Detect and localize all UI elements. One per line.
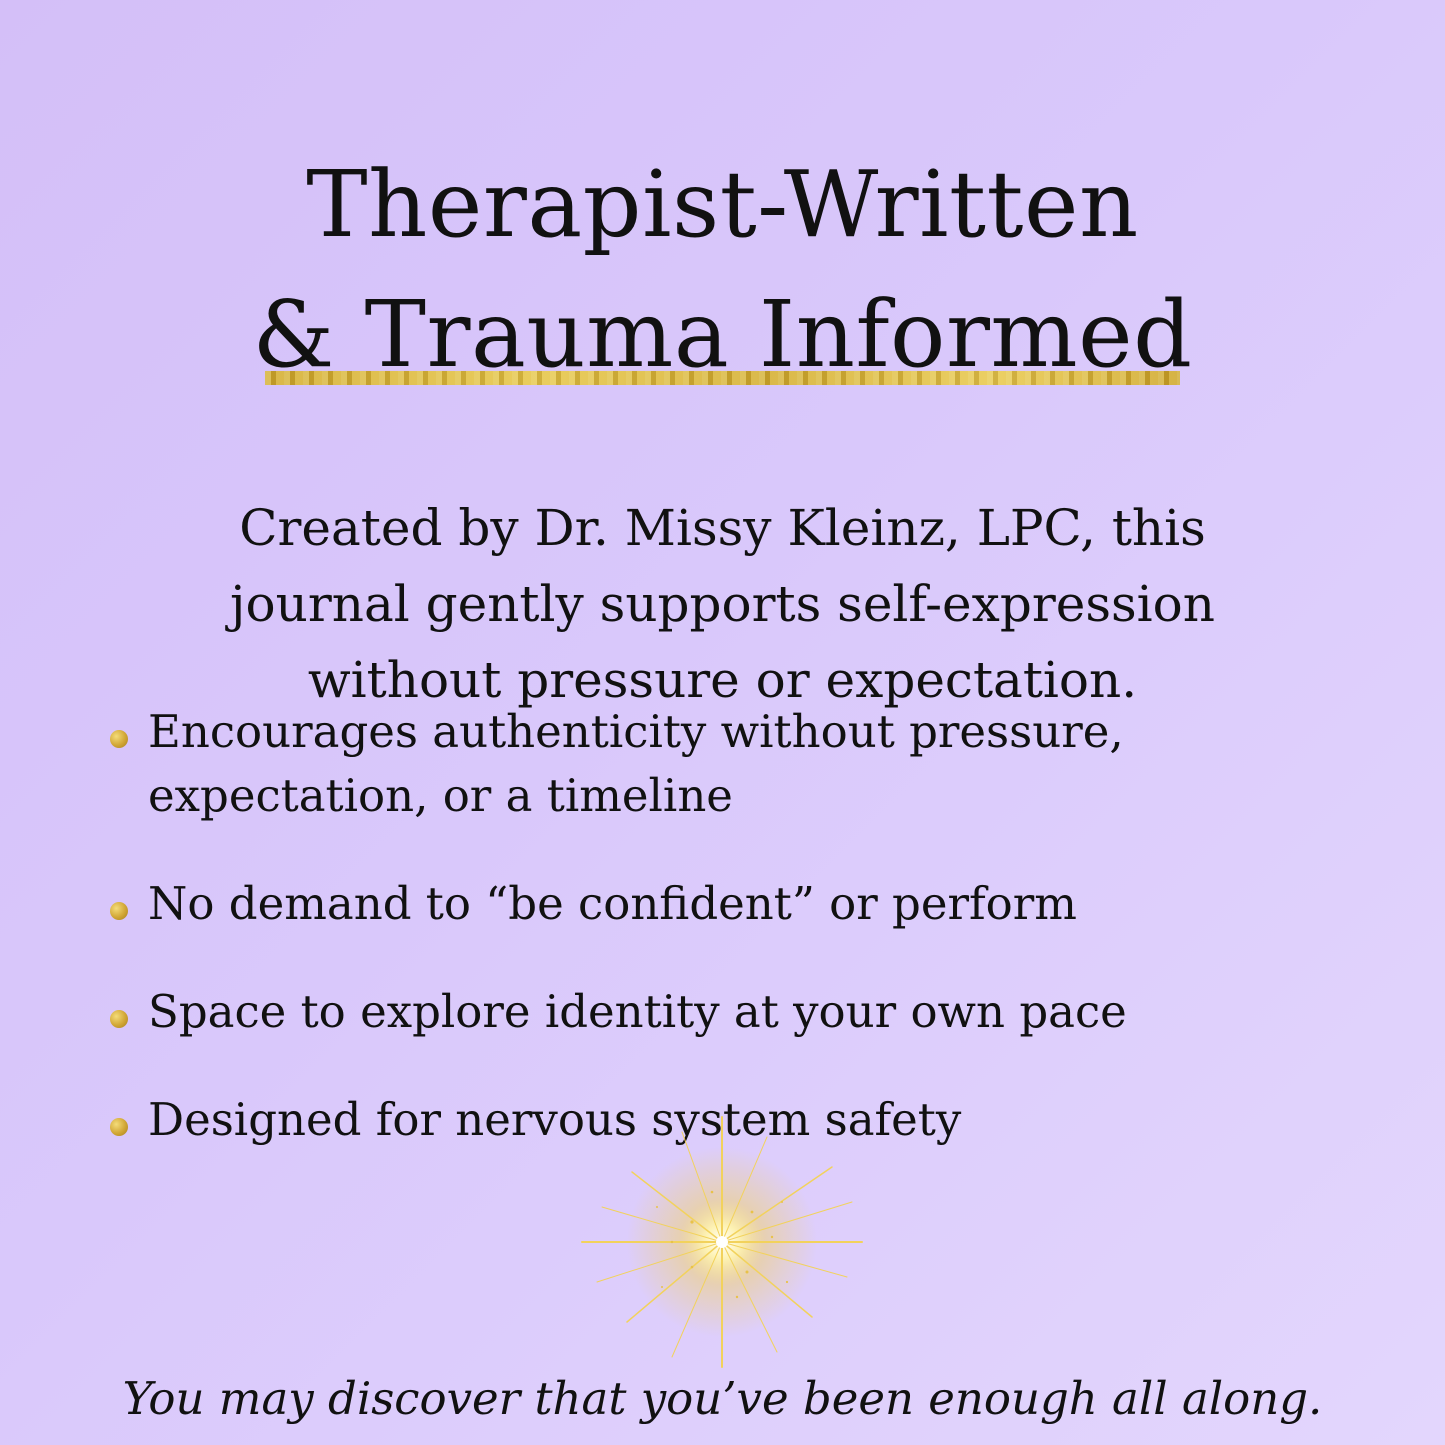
gold-dot-icon (110, 730, 128, 748)
gold-dot-icon (110, 902, 128, 920)
feature-list: Encourages authenticity without pressure… (110, 700, 1210, 1196)
page-title: Therapist-Written & Trauma Informed (0, 140, 1445, 400)
list-item-text: Designed for nervous system safety (148, 1093, 962, 1146)
intro-paragraph: Created by Dr. Missy Kleinz, LPC, this j… (230, 499, 1215, 709)
title-line-1: Therapist-Written (306, 150, 1139, 258)
gold-dot-icon (110, 1010, 128, 1028)
gold-divider (265, 371, 1180, 385)
tagline: You may discover that you’ve been enough… (122, 1372, 1323, 1425)
gold-dot-icon (110, 1118, 128, 1136)
title-line-2: & Trauma Informed (252, 280, 1193, 388)
list-item-text: Encourages authenticity without pressure… (148, 705, 1124, 822)
list-item: Space to explore identity at your own pa… (110, 980, 1210, 1044)
list-item: Encourages authenticity without pressure… (110, 700, 1210, 828)
list-item-text: No demand to “be confident” or perform (148, 877, 1077, 930)
list-item: Designed for nervous system safety (110, 1088, 1210, 1152)
list-item-text: Space to explore identity at your own pa… (148, 985, 1127, 1038)
gold-sparkle-icon (581, 1116, 863, 1368)
list-item: No demand to “be confident” or perform (110, 872, 1210, 936)
